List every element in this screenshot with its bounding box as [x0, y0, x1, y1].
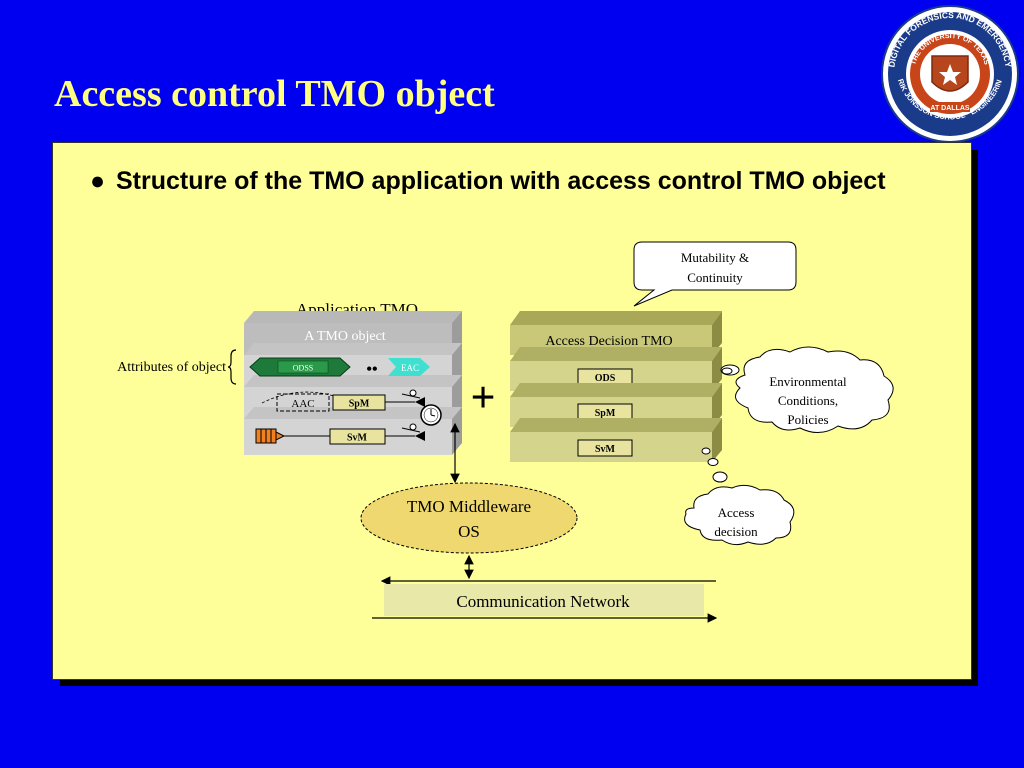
env-line3: Policies	[787, 412, 828, 427]
access-spm-label: SpM	[595, 408, 616, 419]
access-decision-cloud: Access decision	[684, 484, 795, 546]
access-line2: decision	[714, 524, 758, 539]
eac-label: EAC	[401, 363, 419, 373]
env-line1: Environmental	[769, 374, 847, 389]
battery-icon	[255, 428, 286, 444]
attributes-brace: Attributes of object	[117, 349, 237, 385]
access-decision-tmo-stack: Access Decision TMO ODS SpM SvM	[510, 311, 722, 462]
application-tmo-stack: Application TMO A TMO object ODSS ••	[244, 300, 462, 455]
middleware-os: TMO Middleware OS	[360, 482, 578, 554]
odss-label: ODSS	[293, 364, 313, 373]
plus-sign: +	[470, 373, 495, 422]
bullet-point: ● Structure of the TMO application with …	[90, 166, 920, 197]
svg-text:AT DALLAS: AT DALLAS	[930, 105, 969, 112]
middleware-line1: TMO Middleware	[407, 497, 531, 516]
middleware-line2: OS	[458, 522, 480, 541]
mutability-line2: Continuity	[687, 270, 743, 285]
thought-trail	[701, 447, 728, 483]
communication-network: Communication Network	[372, 576, 718, 623]
app-spm-label: SpM	[349, 399, 370, 410]
ellipsis: ••	[366, 361, 377, 378]
tmo-object-label: A TMO object	[304, 329, 386, 344]
access-decision-tmo-label: Access Decision TMO	[545, 334, 672, 349]
ods-label: ODS	[595, 373, 616, 384]
env-line2: Conditions,	[778, 393, 838, 408]
mutability-line1: Mutability &	[681, 250, 749, 265]
mutability-callout: Mutability & Continuity	[633, 241, 797, 307]
aac-label: AAC	[291, 398, 314, 410]
slide-title: Access control TMO object	[54, 73, 495, 115]
access-svm-label: SvM	[595, 444, 616, 455]
app-svm-label: SvM	[347, 433, 368, 444]
bullet-dot: ●	[90, 167, 106, 195]
environmental-cloud: Environmental Conditions, Policies	[720, 346, 894, 433]
attributes-label: Attributes of object	[117, 360, 226, 375]
network-label: Communication Network	[456, 592, 630, 611]
clock-icon	[420, 404, 442, 426]
access-line1: Access	[718, 505, 755, 520]
university-seal-icon: DIGITAL FORENSICS AND EMERGENCY ERIK JON…	[880, 4, 1019, 143]
bullet-text: Structure of the TMO application with ac…	[116, 167, 886, 195]
